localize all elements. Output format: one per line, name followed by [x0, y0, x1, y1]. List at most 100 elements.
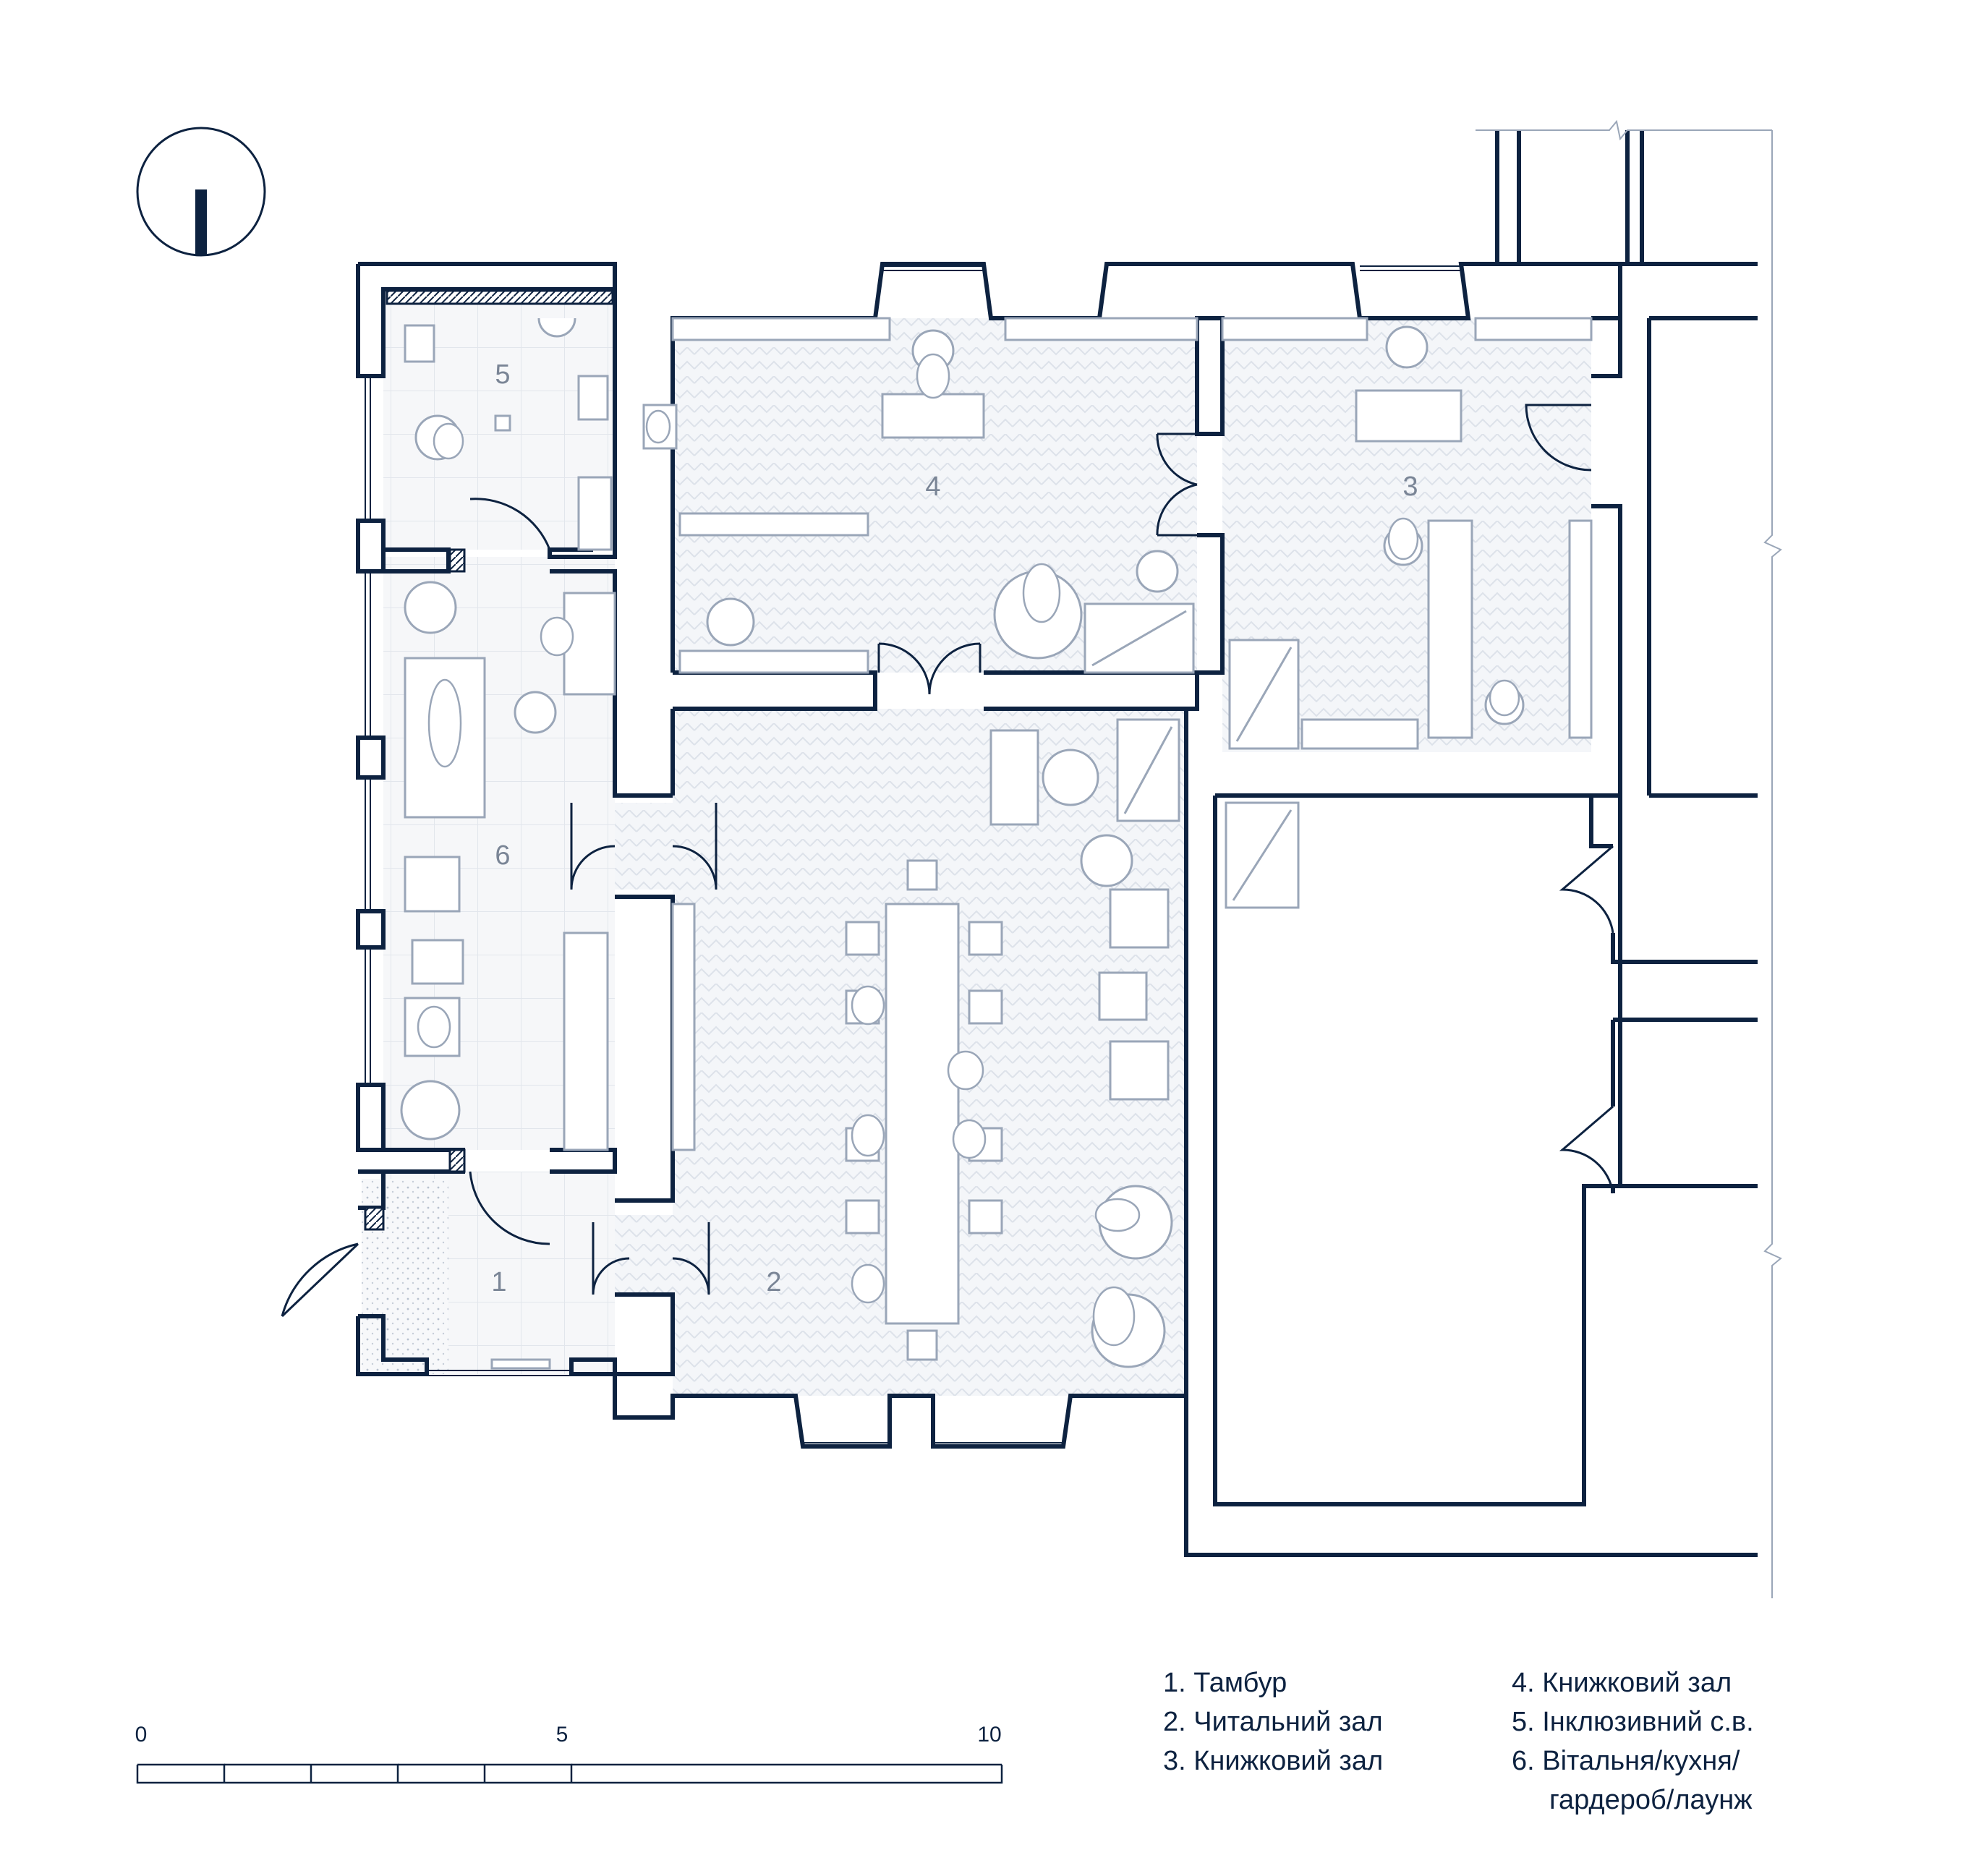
- legend-item-6: 6. Вітальня/кухня/: [1512, 1746, 1740, 1776]
- room-number-4: 4: [925, 472, 940, 502]
- window-south-1room: [427, 1370, 571, 1376]
- wall-4-3-divider: [1195, 316, 1225, 436]
- people: [417, 353, 1520, 1347]
- chair-room2-l1: [845, 921, 880, 956]
- chair-room2-l4: [845, 1199, 880, 1235]
- person-room4-desk: [916, 353, 950, 399]
- legend-item-1: 1. Тамбур: [1163, 1668, 1287, 1698]
- toilet-room5: [404, 324, 435, 363]
- table-room2: [885, 903, 960, 1325]
- wall-4-3-divider-low: [1197, 533, 1225, 675]
- wall-west-column-2: [356, 736, 386, 780]
- wall-west-column-4: [356, 1083, 386, 1152]
- person-room2-e: [851, 1263, 885, 1304]
- legend-left: 1. Тамбур 2. Читальний зал 3. Книжковий …: [1163, 1663, 1383, 1781]
- chair-room2-r4: [968, 1199, 1003, 1235]
- window-west-2: [365, 571, 371, 738]
- wall-west-column-1: [356, 519, 386, 574]
- person-room2-a: [851, 985, 885, 1026]
- wall-south-facade: [613, 1374, 1758, 1557]
- scale-tick-5: 5: [556, 1723, 569, 1747]
- legend-item-6-cont: гардероб/лаунж: [1549, 1785, 1753, 1815]
- shelf-room4-right: [1004, 317, 1199, 341]
- room-number-3: 3: [1402, 472, 1418, 502]
- door-east-b: [1559, 1105, 1614, 1194]
- chair-room2-t2: [906, 1329, 938, 1361]
- wall-3-east-low: [1215, 504, 1622, 798]
- wall-3-east: [1591, 316, 1622, 378]
- shelf-room4-bottom: [678, 649, 869, 674]
- person-room6-kitchen: [540, 616, 574, 657]
- person-room5: [433, 422, 464, 460]
- shelf-room3-island: [1427, 519, 1473, 739]
- wall-west-outer: [356, 262, 617, 378]
- scale-tick-10: 10: [977, 1723, 1001, 1747]
- room-number-2: 2: [766, 1267, 781, 1297]
- hatched-column-c: [364, 1206, 385, 1231]
- counter-room5: [577, 375, 609, 421]
- shelf-room4-top: [671, 317, 891, 341]
- wall-5-6-divider: [383, 547, 451, 574]
- mat-room1: [490, 1358, 551, 1370]
- cabinet-room4-diag: [1091, 610, 1187, 667]
- chair-room2-t1: [906, 859, 938, 891]
- door-room4-room3: [1156, 432, 1198, 537]
- chair-room6-a: [404, 856, 461, 913]
- wall-east-of-5: [548, 289, 617, 559]
- wall-south-inner: [1213, 796, 1758, 1506]
- hatched-column-b: [448, 1148, 466, 1173]
- chair-room3: [1385, 325, 1429, 369]
- wall-6-1-divider-right: [550, 1148, 617, 1174]
- plant-room6-b: [400, 1080, 461, 1140]
- armchair-room2-c: [1109, 1040, 1170, 1101]
- person-room2-f: [1094, 1198, 1141, 1232]
- wall-4-bottom-right: [984, 670, 1199, 711]
- legend-item-4: 4. Книжковий зал: [1512, 1668, 1732, 1698]
- desk-room3: [1355, 389, 1463, 443]
- shelf-room2-west: [671, 903, 696, 1151]
- cabinet-room2: [1116, 718, 1180, 822]
- windows: [365, 265, 1461, 1448]
- person-room2-d: [952, 1119, 987, 1159]
- plant-room6-a: [404, 581, 457, 634]
- person-room2-b: [947, 1050, 984, 1091]
- door-6-1: [469, 1171, 550, 1245]
- room-number-1: 1: [491, 1267, 506, 1297]
- person-room6-sofa: [427, 678, 462, 768]
- wall-east-room-b: [1611, 1018, 1758, 1193]
- chair-room6-b: [411, 939, 464, 985]
- person-room4-armchair: [1022, 563, 1061, 623]
- door-room3-east: [1525, 404, 1592, 472]
- shelf-room3-bottom: [1300, 718, 1419, 750]
- shelf-room3-right: [1568, 519, 1593, 739]
- room-numbers: 1 2 3 4 5 6: [491, 359, 1418, 1297]
- window-west-4: [365, 947, 371, 1085]
- plant-room2: [1080, 834, 1133, 887]
- cabinet-room5: [577, 476, 613, 551]
- chair-room2-r1: [968, 921, 1003, 956]
- armchair-room2-a: [1109, 888, 1170, 949]
- shelf-room3-top-right: [1474, 317, 1593, 341]
- break-line-top: [1476, 119, 1772, 141]
- window-south-1: [803, 1442, 890, 1448]
- door-entrance: [281, 1242, 359, 1318]
- wall-stair-block: [1495, 130, 1644, 264]
- door-room1-room2: [592, 1222, 710, 1295]
- scale-bar: 0 5 10: [135, 1723, 1003, 1784]
- wall-6-east-mid: [615, 895, 675, 1203]
- scale-tick-0: 0: [135, 1723, 148, 1747]
- armchair-room2-b: [1098, 971, 1148, 1021]
- legend-item-5: 5. Інклюзивний с.в.: [1512, 1707, 1754, 1737]
- plant-room4-b: [706, 597, 755, 647]
- furniture: [400, 317, 1593, 1370]
- wall-1-east: [615, 1292, 675, 1376]
- legend-item-2: 2. Читальний зал: [1163, 1707, 1383, 1737]
- scale-bar-line: [136, 1763, 1003, 1784]
- shelf-room4-mid: [678, 512, 869, 537]
- window-west-1: [365, 376, 371, 521]
- cabinet-room2-diag: [1123, 726, 1173, 814]
- person-room3: [1387, 517, 1419, 560]
- drain-room5: [494, 414, 511, 432]
- cabinet-east-corr-diag: [1232, 809, 1293, 901]
